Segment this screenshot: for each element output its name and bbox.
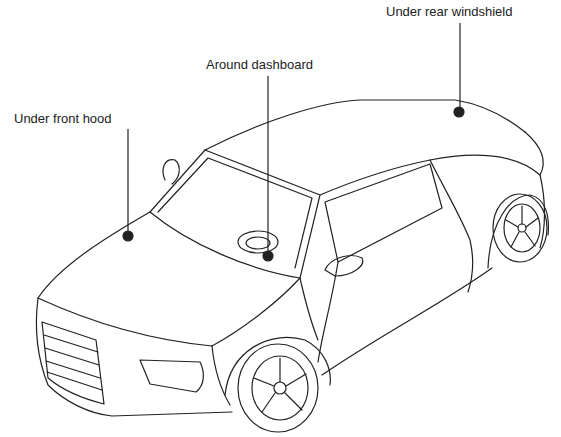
hood-front-edge <box>38 298 212 346</box>
wheel-hub <box>518 224 526 232</box>
grille-bars <box>44 335 102 390</box>
windshield-inner <box>158 158 312 268</box>
callout-label: Under rear windshield <box>385 4 513 19</box>
rear-wheel <box>493 194 547 262</box>
windshield <box>150 150 320 278</box>
side-window <box>325 164 442 262</box>
marker-dot <box>263 251 273 261</box>
wheel-spokes <box>254 358 306 412</box>
rear-body <box>525 132 545 248</box>
marker-dot <box>123 231 133 241</box>
marker-dot <box>454 107 464 117</box>
steering-hub <box>246 237 270 249</box>
side-blade <box>430 160 473 292</box>
roof-line <box>205 100 525 150</box>
front-wheel <box>238 344 318 432</box>
leader-line <box>127 129 128 234</box>
callout-label: Under front hood <box>13 111 113 126</box>
side-mirror <box>325 256 363 276</box>
steering-wheel <box>238 231 278 253</box>
callout-label: Around dashboard <box>205 57 314 72</box>
front-corner <box>212 346 230 405</box>
front-rim <box>252 356 308 420</box>
rear-rim <box>504 204 540 252</box>
side-mirror <box>163 160 179 184</box>
leader-line <box>459 23 460 110</box>
wheel-hub <box>274 382 286 394</box>
wheel-arch <box>225 337 330 395</box>
wheel-arch <box>488 195 548 268</box>
hood-right-edge <box>212 278 300 346</box>
grille <box>42 322 104 404</box>
wheel-spokes <box>506 206 538 247</box>
hood-left-edge <box>38 212 150 298</box>
leader-line <box>267 76 268 254</box>
headlight <box>140 360 203 392</box>
door-line <box>318 262 338 362</box>
front-fender <box>300 278 318 340</box>
side-sill <box>322 268 492 375</box>
front-bumper <box>36 298 232 416</box>
